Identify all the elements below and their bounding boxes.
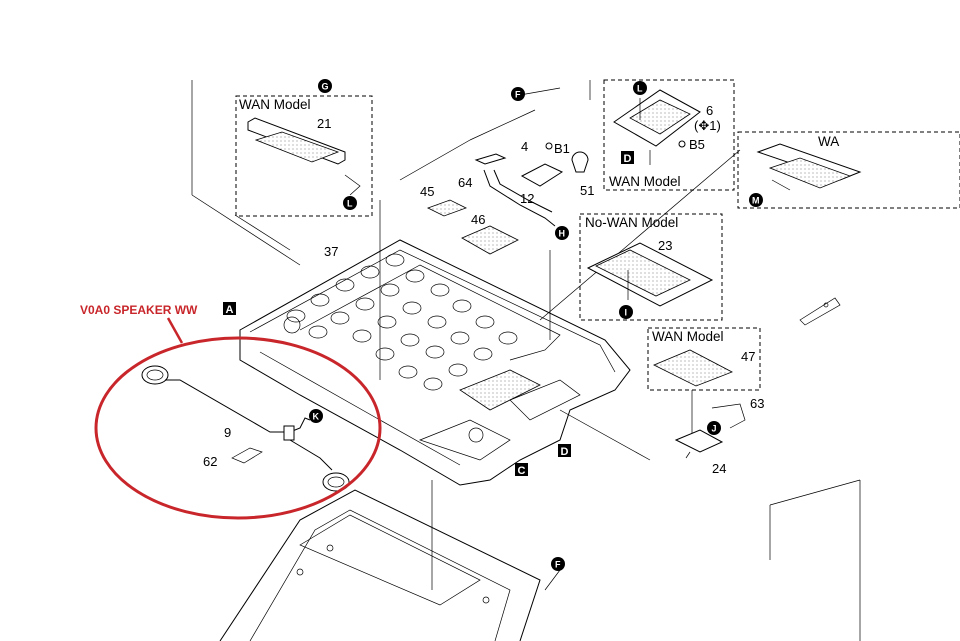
svg-text:64: 64 [458,175,472,190]
callout-label: V0A0 SPEAKER WW [80,303,198,317]
flex-cables [426,142,589,255]
speaker-callout-circle [94,336,382,520]
marker-f-bottom: F [551,557,565,571]
marker-k: K [309,409,323,423]
circle-markers: G F L L H I J K M F [309,79,763,571]
svg-text:WAN Model: WAN Model [652,329,724,344]
marker-m: M [749,193,763,207]
svg-text:46: 46 [471,212,485,227]
svg-text:6: 6 [706,103,713,118]
square-markers: D A C D [223,151,634,477]
svg-text:D: D [561,446,569,458]
svg-text:9: 9 [224,425,231,440]
marker-f-top: F [511,87,525,101]
svg-text:L: L [637,84,643,94]
svg-text:F: F [555,560,561,570]
chassis-part-37 [239,239,631,486]
svg-text:A: A [226,304,234,316]
svg-text:23: 23 [658,238,672,253]
svg-text:4: 4 [521,139,528,154]
wan-model-box-top-left: WAN Model 21 [235,95,373,217]
svg-text:63: 63 [750,396,764,411]
marker-c: C [515,463,528,477]
marker-i: I [619,305,633,319]
svg-text:37: 37 [324,244,338,259]
marker-l-top: L [633,81,647,95]
svg-text:62: 62 [203,454,217,469]
tape-part-62 [231,447,263,464]
svg-text:L: L [347,199,353,209]
part-number-labels: 4 B1 51 64 12 45 46 37 9 62 [203,139,594,469]
marker-d-top: D [621,151,634,165]
cable-part-24: 24 63 [674,396,764,476]
svg-text:F: F [515,90,521,100]
marker-h: H [555,226,569,240]
svg-text:J: J [712,424,717,434]
wan-model-box-top-right: WAN Model 6 (✥1) B5 [603,79,735,191]
marker-d-bottom: D [558,444,571,458]
marker-j: J [707,421,721,435]
svg-text:21: 21 [317,116,331,131]
svg-text:51: 51 [580,183,594,198]
svg-text:45: 45 [420,184,434,199]
svg-text:G: G [322,82,329,92]
side-clip [799,297,841,326]
speaker-part-9 [141,365,350,492]
svg-text:B5: B5 [689,137,705,152]
svg-text:H: H [559,229,566,239]
svg-text:No-WAN Model: No-WAN Model [585,215,678,230]
svg-text:24: 24 [712,461,726,476]
callout-leader [166,317,184,344]
wan-model-box-lower: WAN Model 47 [647,327,761,440]
wan-model-box-far-right: WA [737,131,960,209]
svg-text:47: 47 [741,349,755,364]
bottom-panel [219,489,541,641]
svg-text:C: C [518,465,526,477]
svg-text:WA: WA [818,134,839,149]
svg-text:I: I [625,308,628,318]
svg-text:WAN Model: WAN Model [239,97,311,112]
marker-l-left: L [343,196,357,210]
marker-a: A [223,302,236,316]
svg-text:D: D [624,153,632,165]
svg-text:K: K [313,412,320,422]
svg-text:M: M [752,196,760,206]
marker-g: G [318,79,332,93]
nowan-model-box: No-WAN Model 23 [579,213,723,321]
guide-lines [191,80,861,641]
svg-text:(✥1): (✥1) [694,118,721,133]
svg-text:WAN Model: WAN Model [609,174,681,189]
svg-text:12: 12 [520,191,534,206]
svg-text:B1: B1 [554,141,570,156]
vent-holes [286,253,518,391]
